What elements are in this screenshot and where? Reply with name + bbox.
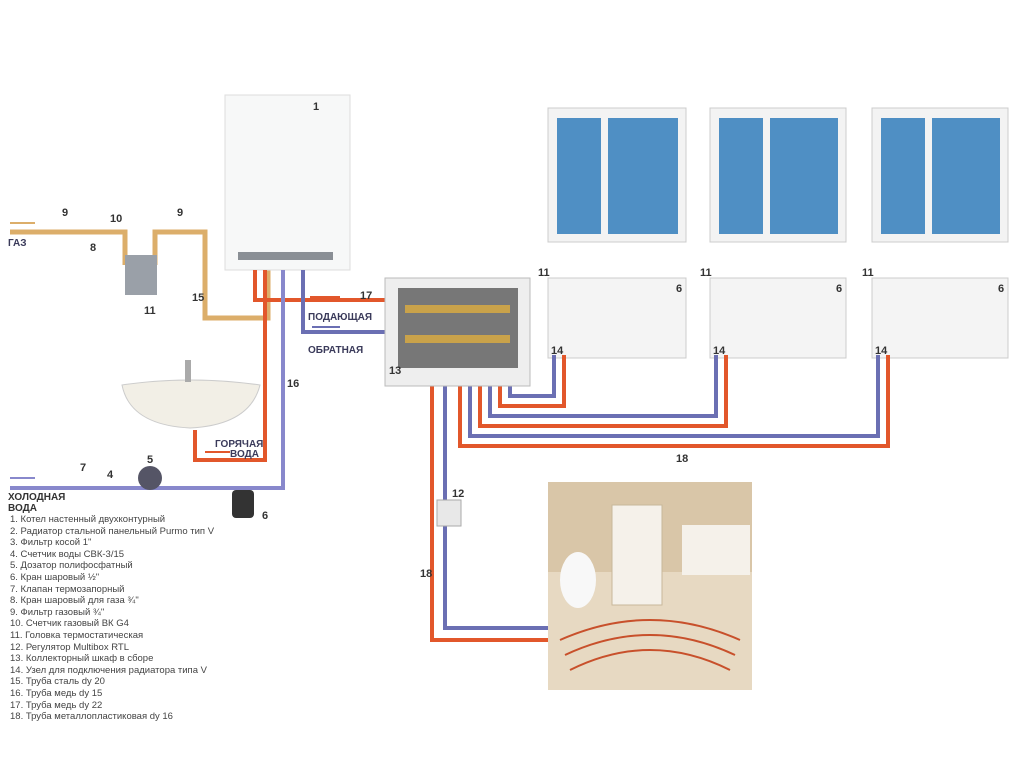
- label-14: 14: [875, 345, 888, 357]
- label-15: 15: [192, 292, 204, 304]
- dosator: [232, 490, 254, 518]
- label-6: 6: [676, 283, 682, 295]
- legend-item: 2. Радиатор стальной панельный Purmo тип…: [10, 525, 215, 537]
- legend-item: 7. Клапан термозапорный: [10, 583, 125, 595]
- label-13: 13: [389, 365, 401, 377]
- radiator: [709, 277, 847, 359]
- label-6: 6: [998, 283, 1004, 295]
- label-10: 10: [110, 213, 122, 225]
- cold-water-label: ХОЛОДНАЯ: [8, 492, 66, 503]
- legend-item: 6. Кран шаровый ½": [10, 571, 100, 583]
- water-meter: [138, 466, 162, 490]
- supply-pipe: [253, 270, 385, 302]
- label-9: 9: [177, 207, 183, 219]
- return-label: ОБРАТНАЯ: [308, 345, 363, 356]
- gas-line: [10, 229, 271, 321]
- label-4: 4: [107, 469, 114, 481]
- window: [709, 107, 847, 243]
- legend-item: 4. Счетчик воды СВК-3/15: [10, 548, 125, 560]
- cold-water-pipe: [10, 270, 285, 490]
- radiator: [871, 277, 1009, 359]
- label-12: 12: [452, 488, 464, 500]
- sink: [121, 379, 261, 429]
- regulator: [436, 499, 462, 527]
- hot-water-pipe: [193, 270, 267, 462]
- label-9: 9: [62, 207, 68, 219]
- label-11: 11: [144, 305, 156, 317]
- legend-item: 3. Фильтр косой 1": [10, 537, 92, 549]
- label-8: 8: [90, 242, 96, 254]
- legend-item: 16. Труба медь dy 15: [10, 687, 103, 699]
- supply-label: ПОДАЮЩАЯ: [308, 312, 372, 323]
- window: [871, 107, 1009, 243]
- label-14: 14: [713, 345, 726, 357]
- legend-item: 14. Узел для подключения радиатора типа …: [10, 664, 207, 676]
- legend-item: 17. Труба медь dy 22: [10, 699, 103, 711]
- gas-label: ГАЗ: [8, 238, 27, 249]
- label-1: 1: [313, 101, 319, 113]
- legend-item: 10. Счетчик газовый ВК G4: [10, 618, 129, 630]
- hot-water-label-2: ВОДА: [230, 449, 259, 460]
- label-11: 11: [862, 267, 874, 279]
- legend-item: 15. Труба сталь dy 20: [10, 676, 105, 688]
- label-6: 6: [836, 283, 842, 295]
- label-18: 18: [420, 568, 432, 580]
- label-7: 7: [80, 462, 86, 474]
- label-11: 11: [538, 267, 550, 279]
- radiator: [547, 277, 687, 359]
- legend-item: 8. Кран шаровый для газа ¾": [10, 595, 139, 607]
- faucet: [185, 360, 191, 382]
- legend-item: 12. Регулятор Multibox RTL: [10, 641, 129, 653]
- window: [547, 107, 687, 243]
- floor-return-pipe: [443, 385, 555, 630]
- label-14: 14: [551, 345, 564, 357]
- boiler: [224, 94, 351, 271]
- floor-supply-pipe: [430, 385, 555, 642]
- label-5: 5: [147, 454, 153, 466]
- label-17: 17: [360, 290, 372, 302]
- bathroom-photo: [548, 482, 752, 690]
- label-16: 16: [287, 378, 299, 390]
- legend-item: 9. Фильтр газовый ¾": [10, 606, 105, 618]
- legend: ХОЛОДНАЯ ВОДА 1. Котел настенный двухкон…: [8, 492, 214, 723]
- collector-cabinet: [384, 277, 531, 387]
- return-pipe: [301, 270, 385, 334]
- label-18: 18: [676, 453, 688, 465]
- legend-item: 1. Котел настенный двухконтурный: [10, 514, 166, 525]
- legend-item: 5. Дозатор полифосфатный: [10, 560, 133, 572]
- hot-water-label: ГОРЯЧАЯ: [215, 439, 263, 450]
- cold-water-label-2: ВОДА: [8, 503, 37, 514]
- gas-meter: [125, 255, 157, 295]
- legend-item: 18. Труба металлопластиковая dy 16: [10, 711, 173, 723]
- legend-item: 11. Головка термостатическая: [10, 629, 144, 641]
- label-6: 6: [262, 510, 268, 522]
- legend-item: 13. Коллекторный шкаф в сборе: [10, 653, 154, 665]
- label-11: 11: [700, 267, 712, 279]
